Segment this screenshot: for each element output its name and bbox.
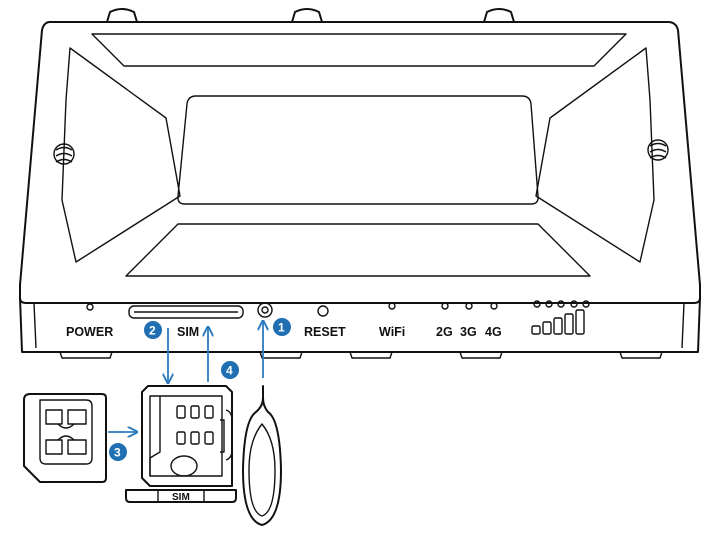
sim-tray: SIM: [125, 385, 237, 503]
antenna-connectors: [106, 8, 515, 23]
sim-slot-label: SIM: [177, 325, 199, 339]
reset-button[interactable]: [317, 305, 329, 317]
power-led: [86, 303, 94, 311]
led-4g: [490, 302, 498, 310]
signal-bars-icon: [531, 309, 585, 335]
led-3g: [465, 302, 473, 310]
svg-text:4: 4: [226, 364, 233, 378]
label-3g: 3G: [460, 325, 477, 339]
svg-text:1: 1: [278, 321, 285, 335]
sim-slot[interactable]: [128, 305, 244, 319]
step-badge-1: 1: [273, 318, 291, 336]
reset-label: RESET: [304, 325, 346, 339]
screw-left-icon: [53, 143, 75, 165]
ejector-pin: [242, 385, 282, 526]
router-body: [19, 21, 701, 359]
led-2g: [441, 302, 449, 310]
step-badge-3: 3: [109, 443, 127, 461]
svg-text:3: 3: [114, 446, 121, 460]
wifi-led: [388, 302, 396, 310]
power-label: POWER: [66, 325, 113, 339]
front-panel: POWER SIM RESET WiFi 2G 3G 4G: [66, 300, 590, 339]
sim-card: [23, 393, 107, 483]
sim-eject-hole[interactable]: [257, 302, 273, 318]
label-2g: 2G: [436, 325, 453, 339]
tray-label: SIM: [172, 492, 190, 503]
wifi-label: WiFi: [379, 325, 405, 339]
label-4g: 4G: [485, 325, 502, 339]
signal-strength-leds: [533, 300, 590, 308]
svg-text:2: 2: [149, 324, 156, 338]
step-badge-4: 4: [221, 361, 239, 379]
screw-right-icon: [647, 139, 669, 161]
step-badge-2: 2: [144, 321, 162, 339]
